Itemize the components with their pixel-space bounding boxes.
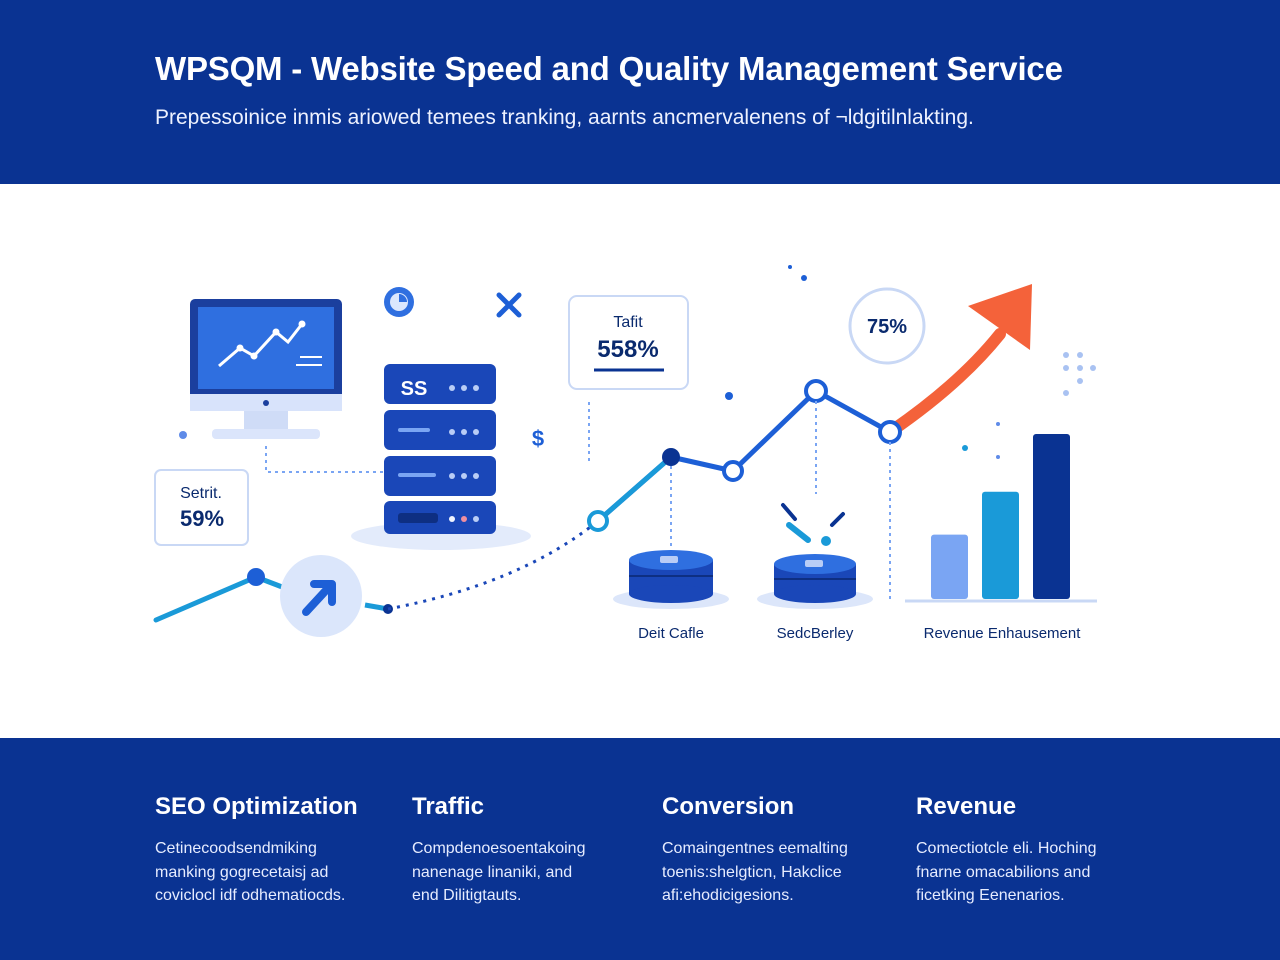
plug-icon [781, 503, 845, 546]
feature-column-seo: SEO Optimization Cetinecoodsendmiking ma… [155, 793, 395, 908]
traffic-metric-label: Tafit [613, 314, 643, 331]
illustration-area: SS $ [0, 184, 1280, 738]
feature-text-line: manking gogrecetaisj ad [155, 863, 329, 881]
database-icon [757, 554, 873, 609]
revenue-bar [982, 491, 1019, 599]
speed-metric-card: Setrit. 59% [154, 469, 249, 546]
feature-text-line: Comaingentnes eemalting [662, 840, 848, 857]
decor-dot [725, 392, 733, 400]
decor-dot [996, 455, 1000, 459]
page-subtitle: Prepessoinice inmis ariowed temees trank… [155, 106, 974, 129]
feature-text-line: coviclocl idf odhematiocds. [155, 887, 346, 904]
infographic-illustration: SS $ [153, 265, 1097, 642]
connector-line [265, 446, 384, 473]
feature-column-conversion: Conversion Comaingentnes eemalting toeni… [662, 793, 902, 908]
feature-title: Traffic [412, 793, 485, 820]
feature-text-line: toenis:shelgticn, Hakclice [662, 863, 842, 881]
traffic-metric-value: 558% [597, 336, 658, 363]
decor-dot [801, 275, 807, 281]
dollar-icon: $ [532, 426, 544, 451]
traffic-metric-card: Tafit 558% [568, 295, 689, 390]
feature-text-line: Compdenoesoentakoing [412, 840, 586, 857]
decor-dot [788, 265, 792, 269]
server-stack-icon: SS [351, 364, 531, 550]
decor-dot [996, 422, 1000, 426]
footer-features: SEO Optimization Cetinecoodsendmiking ma… [0, 738, 1280, 960]
feature-text-line: Comectiotcle eli. Hoching [916, 840, 1097, 857]
decor-dot [962, 445, 968, 451]
revenue-bar [1033, 434, 1070, 599]
revenue-label: Revenue Enhausement [924, 625, 1082, 642]
server-label: SS [401, 378, 428, 400]
feature-text-line: nanenage linaniki, and [412, 863, 573, 881]
feature-text-line: afi:ehodicigesions. [662, 887, 794, 904]
feature-title: SEO Optimization [155, 793, 358, 820]
growth-line-chart [153, 284, 1032, 637]
revenue-bar [931, 534, 968, 599]
decor-dot [179, 431, 187, 439]
feature-column-traffic: Traffic Compdenoesoentakoing nanenage li… [412, 793, 652, 908]
database-icon [613, 550, 729, 609]
feature-title: Conversion [662, 793, 795, 820]
feature-column-revenue: Revenue Comectiotcle eli. Hoching fnarne… [916, 793, 1156, 908]
speed-metric-value: 59% [180, 506, 224, 531]
page-title: WPSQM - Website Speed and Quality Manage… [155, 50, 1063, 87]
database-label: Deit Cafle [638, 625, 704, 642]
clock-icon [384, 287, 414, 317]
feature-text-line: ficetking Eenenarios. [916, 887, 1065, 904]
header-banner: WPSQM - Website Speed and Quality Manage… [0, 0, 1280, 184]
feature-text-line: end Dilitigtauts. [412, 887, 522, 904]
speed-metric-label: Setrit. [180, 485, 222, 502]
database-label: SedcBerley [777, 625, 854, 642]
monitor-icon [190, 299, 342, 439]
percent-badge-value: 75% [867, 316, 907, 338]
feature-text-line: fnarne omacabilions and [916, 863, 1091, 881]
dot-grid-icon [1063, 352, 1096, 396]
feature-title: Revenue [916, 793, 1017, 820]
feature-text-line: Cetinecoodsendmiking [155, 840, 317, 857]
revenue-bar-chart [931, 434, 1070, 599]
close-icon [496, 292, 522, 318]
percent-badge: 75% [848, 287, 926, 365]
